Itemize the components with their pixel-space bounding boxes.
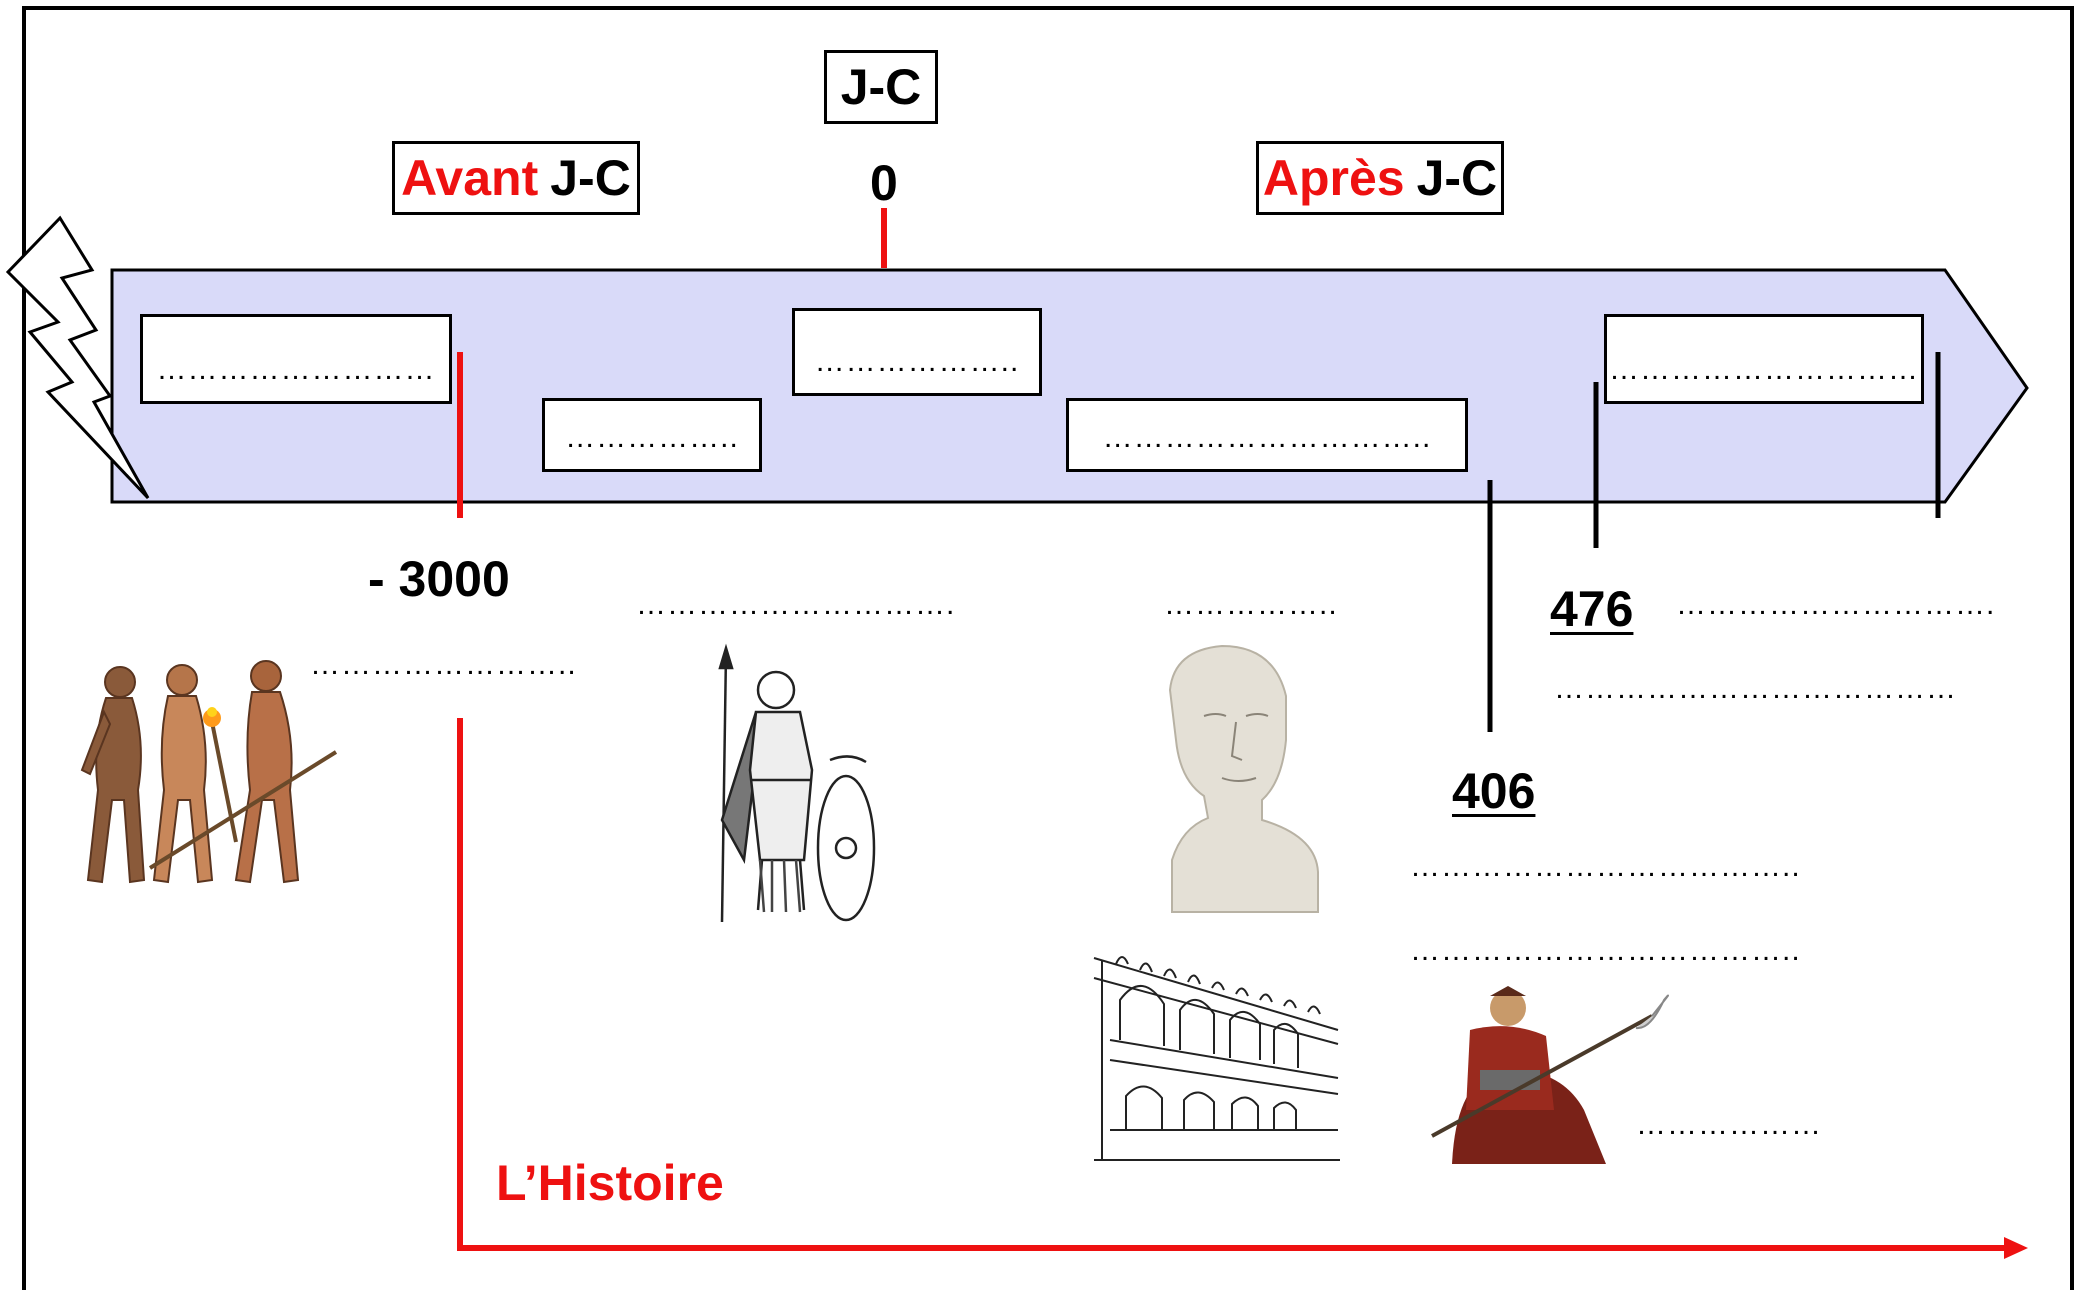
blank-after-406-line2[interactable]: ……………………………….. [1410, 934, 1801, 967]
apres-word: Après [1262, 150, 1405, 206]
blank-roman[interactable]: …………….. [1164, 588, 1338, 621]
roman-bust-picture [1168, 644, 1319, 913]
history-label: L’Histoire [496, 1155, 724, 1211]
worksheet-frame [22, 6, 2074, 1290]
jc-center-label: J-C [840, 59, 922, 115]
avant-jc-box: Avant J-C [392, 141, 640, 215]
aqueduct-picture [1093, 956, 1340, 1161]
barbarian-horseman-picture [1431, 986, 1669, 1164]
timeline-box-prehistory[interactable]: ……………………… [140, 314, 452, 404]
lightning-bolt-icon [5, 215, 150, 500]
blank-prehistory[interactable]: …………………….. [310, 648, 577, 681]
date-minus-3000: - 3000 [368, 551, 510, 607]
jc-center-box: J-C [824, 50, 938, 124]
zero-label: 0 [870, 155, 898, 211]
blank-after-476-line2[interactable]: ………………………………… [1554, 672, 1957, 705]
gaul-warrior-picture [718, 643, 876, 923]
apres-suffix: J-C [1416, 150, 1498, 206]
blank-antiquity-gaul[interactable]: …………………………. [636, 588, 956, 621]
avant-suffix: J-C [550, 150, 631, 206]
history-arrow [457, 718, 2008, 1251]
date-476: 476 [1550, 581, 1634, 637]
blank-barbarian[interactable]: ……………… [1636, 1108, 1822, 1141]
timeline-box-antiquity-late[interactable]: ………………………….. [1066, 398, 1468, 472]
timeline-box-zero[interactable]: ……………….. [792, 308, 1042, 396]
history-arrow-head [2004, 1237, 2028, 1259]
blank-after-406-line1[interactable]: ……………………………….. [1410, 850, 1801, 883]
timeline-box-middle-ages[interactable]: ………………………… [1604, 314, 1924, 404]
date-406: 406 [1452, 763, 1536, 819]
blank-after-476-line1[interactable]: …………………………. [1676, 588, 1996, 621]
timeline-box-antiquity-early[interactable]: …………….. [542, 398, 762, 472]
human-evolution-picture [80, 660, 338, 884]
apres-jc-box: Après J-C [1256, 141, 1504, 215]
avant-word: Avant [401, 150, 539, 206]
